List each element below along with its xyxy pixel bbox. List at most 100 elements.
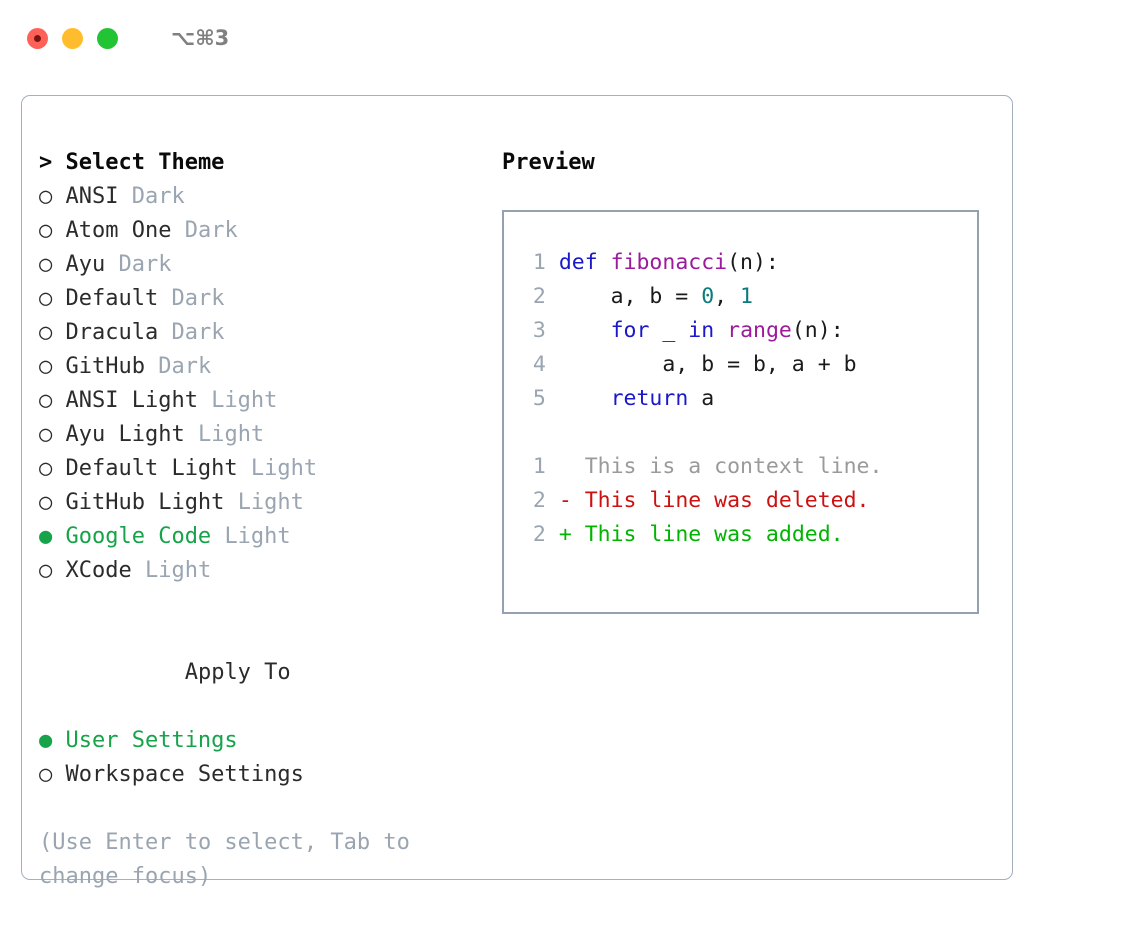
theme-option-label: XCode bbox=[65, 558, 132, 583]
theme-option-variant: Dark bbox=[171, 320, 225, 345]
code-token-num: 1 bbox=[740, 284, 753, 309]
theme-option-ayu-light[interactable]: ○ Ayu Light Light bbox=[39, 418, 489, 452]
diff-sign bbox=[559, 454, 572, 479]
apply-to-heading-indent bbox=[171, 660, 184, 685]
theme-option-label: Ayu Light bbox=[65, 422, 185, 447]
maximize-button[interactable] bbox=[97, 27, 118, 49]
window-controls bbox=[27, 27, 118, 49]
line-number: 4 bbox=[532, 352, 546, 377]
apply-to-heading: Apply To bbox=[39, 622, 489, 724]
diff-text: This is a context line. bbox=[559, 454, 883, 479]
code-line: 4 a, b = b, a + b bbox=[504, 348, 977, 382]
line-number: 1 bbox=[532, 250, 546, 275]
diff-content: This line was deleted. bbox=[571, 488, 870, 513]
code-token-pl bbox=[559, 318, 611, 343]
code-token-fn: fibonacci bbox=[610, 250, 728, 275]
theme-selector-dialog: > Select Theme ○ ANSI Dark○ Atom One Dar… bbox=[21, 95, 1013, 889]
theme-option-list: ○ ANSI Dark○ Atom One Dark○ Ayu Dark○ De… bbox=[39, 180, 489, 588]
theme-option-github[interactable]: ○ GitHub Dark bbox=[39, 350, 489, 384]
code-token-pl: (n): bbox=[727, 250, 779, 275]
code-token-pl: , bbox=[714, 284, 741, 309]
apply-to-option-label: Workspace Settings bbox=[65, 762, 304, 787]
radio-unselected-icon: ○ bbox=[39, 422, 53, 447]
code-token-kw: return bbox=[610, 386, 689, 411]
radio-unselected-icon: ○ bbox=[39, 252, 53, 277]
code-line: 2 a, b = 0, 1 bbox=[504, 280, 977, 314]
theme-option-variant: Light bbox=[224, 524, 291, 549]
theme-option-label: Atom One bbox=[65, 218, 172, 243]
theme-option-github-light[interactable]: ○ GitHub Light Light bbox=[39, 486, 489, 520]
code-line: 1 def fibonacci(n): bbox=[504, 246, 977, 280]
theme-list-pane: > Select Theme ○ ANSI Dark○ Atom One Dar… bbox=[39, 146, 489, 894]
radio-selected-icon: ● bbox=[39, 524, 53, 549]
theme-option-label: Default bbox=[65, 286, 159, 311]
title-bar: ⌥⌘3 bbox=[0, 0, 1140, 76]
apply-to-option-workspace-settings[interactable]: ○ Workspace Settings bbox=[39, 758, 489, 792]
code-token-pl: a, b = bbox=[558, 284, 702, 309]
line-number: 3 bbox=[532, 318, 546, 343]
theme-option-variant: Dark bbox=[131, 184, 185, 209]
radio-unselected-icon: ○ bbox=[39, 762, 53, 787]
diff-content: This line was added. bbox=[571, 522, 844, 547]
diff-sign: + bbox=[558, 522, 572, 547]
theme-option-dracula[interactable]: ○ Dracula Dark bbox=[39, 316, 489, 350]
code-token-fn: range bbox=[727, 318, 792, 343]
code-token-num: 0 bbox=[701, 284, 715, 309]
theme-option-atom-one[interactable]: ○ Atom One Dark bbox=[39, 214, 489, 248]
theme-option-variant: Light bbox=[211, 388, 278, 413]
minimize-button[interactable] bbox=[62, 27, 83, 49]
theme-option-ansi[interactable]: ○ ANSI Dark bbox=[39, 180, 489, 214]
theme-option-xcode[interactable]: ○ XCode Light bbox=[39, 554, 489, 588]
diff-text: - This line was deleted. bbox=[559, 488, 870, 513]
code-token-kw: in bbox=[688, 318, 715, 343]
radio-unselected-icon: ○ bbox=[39, 388, 53, 413]
theme-option-label: Ayu bbox=[65, 252, 106, 277]
code-token-pl: _ bbox=[649, 318, 689, 343]
radio-selected-icon: ● bbox=[39, 728, 53, 753]
list-spacer bbox=[39, 588, 489, 622]
code-token-pl bbox=[714, 318, 727, 343]
diff-line-add: 2+ This line was added. bbox=[504, 518, 977, 552]
radio-unselected-icon: ○ bbox=[39, 354, 53, 379]
theme-option-default-light[interactable]: ○ Default Light Light bbox=[39, 452, 489, 486]
preview-gap bbox=[504, 416, 977, 450]
theme-option-label: GitHub Light bbox=[65, 490, 225, 515]
theme-option-variant: Light bbox=[250, 456, 318, 481]
diff-line-ctx: 1 This is a context line. bbox=[504, 450, 977, 484]
keyboard-shortcut-label: ⌥⌘3 bbox=[171, 26, 230, 50]
diff-sample: 1 This is a context line. 2 - This line wa… bbox=[504, 450, 977, 552]
diff-text: + This line was added. bbox=[559, 522, 844, 547]
theme-option-label: Default Light bbox=[65, 456, 238, 481]
theme-option-label: ANSI Light bbox=[65, 388, 198, 413]
theme-option-label: GitHub bbox=[65, 354, 145, 379]
apply-to-option-user-settings[interactable]: ● User Settings bbox=[39, 724, 489, 758]
theme-option-label: Dracula bbox=[65, 320, 159, 345]
line-number: 2 bbox=[532, 488, 546, 513]
radio-unselected-icon: ○ bbox=[39, 218, 53, 243]
apply-to-option-label: User Settings bbox=[65, 728, 238, 753]
preview-title: Preview bbox=[502, 150, 595, 175]
radio-unselected-icon: ○ bbox=[39, 286, 53, 311]
theme-option-default[interactable]: ○ Default Dark bbox=[39, 282, 489, 316]
page-title: > Select Theme bbox=[39, 150, 225, 175]
close-button[interactable] bbox=[27, 27, 48, 49]
diff-content: This is a context line. bbox=[571, 454, 883, 479]
code-token-kw: for bbox=[610, 318, 650, 343]
theme-option-variant: Light bbox=[237, 490, 304, 515]
theme-option-variant: Dark bbox=[118, 252, 172, 277]
theme-option-variant: Dark bbox=[184, 218, 238, 243]
help-text: (Use Enter to select, Tab to change focu… bbox=[39, 830, 424, 889]
code-token-kw: def bbox=[558, 250, 611, 275]
theme-option-ayu[interactable]: ○ Ayu Dark bbox=[39, 248, 489, 282]
theme-option-google-code[interactable]: ● Google Code Light bbox=[39, 520, 489, 554]
code-token-pl: (n): bbox=[791, 318, 844, 343]
code-token-pl: a, b = b, a + b bbox=[558, 352, 857, 377]
theme-option-ansi-light[interactable]: ○ ANSI Light Light bbox=[39, 384, 489, 418]
radio-unselected-icon: ○ bbox=[39, 490, 53, 515]
radio-unselected-icon: ○ bbox=[39, 320, 53, 345]
line-number: 5 bbox=[532, 386, 546, 411]
